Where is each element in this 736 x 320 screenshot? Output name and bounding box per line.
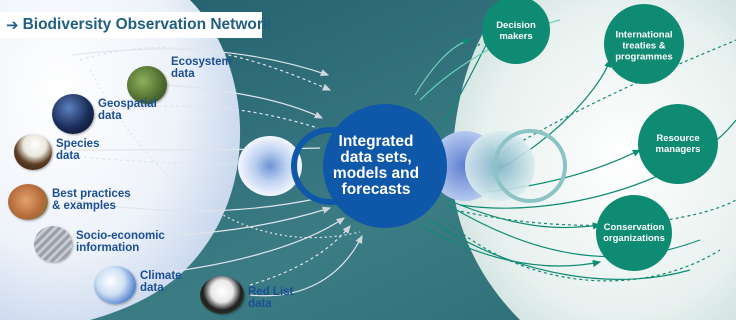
thumbs-up-icon (8, 184, 48, 220)
center-label: Integrated data sets, models and forecas… (332, 133, 420, 198)
source-label: Species data (56, 138, 100, 162)
source-label: Socio-economic information (76, 230, 165, 254)
source-label: Red List data (248, 286, 294, 310)
source-best-practices: Best practices & examples (8, 184, 131, 220)
source-label: Climate data (140, 270, 182, 294)
banner-title: Biodiversity Observation Network (22, 16, 272, 33)
source-label: Geospatial data (98, 98, 157, 122)
forest-icon (127, 66, 167, 104)
source-red-list-data: Red List data (200, 276, 293, 314)
panda-icon (200, 276, 244, 314)
arrow-right-icon: ➔ (6, 17, 19, 34)
input-flow-lines (59, 46, 363, 297)
output-international-treaties: International treaties & programmes (615, 29, 673, 63)
globe-icon (52, 94, 94, 134)
output-nodes (482, 0, 718, 271)
newspaper-icon (34, 226, 72, 262)
source-label: Ecosystem data (171, 56, 232, 80)
center-hub (323, 104, 447, 228)
source-socio-economic: Socio-economic information (34, 226, 165, 262)
output-conservation-organizations: Conservation organizations (603, 222, 665, 244)
eagle-icon (14, 134, 52, 170)
clouds-icon (94, 266, 136, 304)
source-climate-data: Climate data (94, 266, 182, 304)
source-label: Best practices & examples (52, 188, 131, 212)
source-ecosystem-data: Ecosystem data (127, 56, 232, 104)
source-geospatial-data: Geospatial data (52, 94, 157, 134)
output-resource-managers: Resource managers (655, 133, 701, 155)
network-banner: ➔ Biodiversity Observation Network (0, 12, 272, 38)
output-decision-makers: Decision makers (496, 20, 536, 42)
source-species-data: Species data (14, 134, 99, 170)
